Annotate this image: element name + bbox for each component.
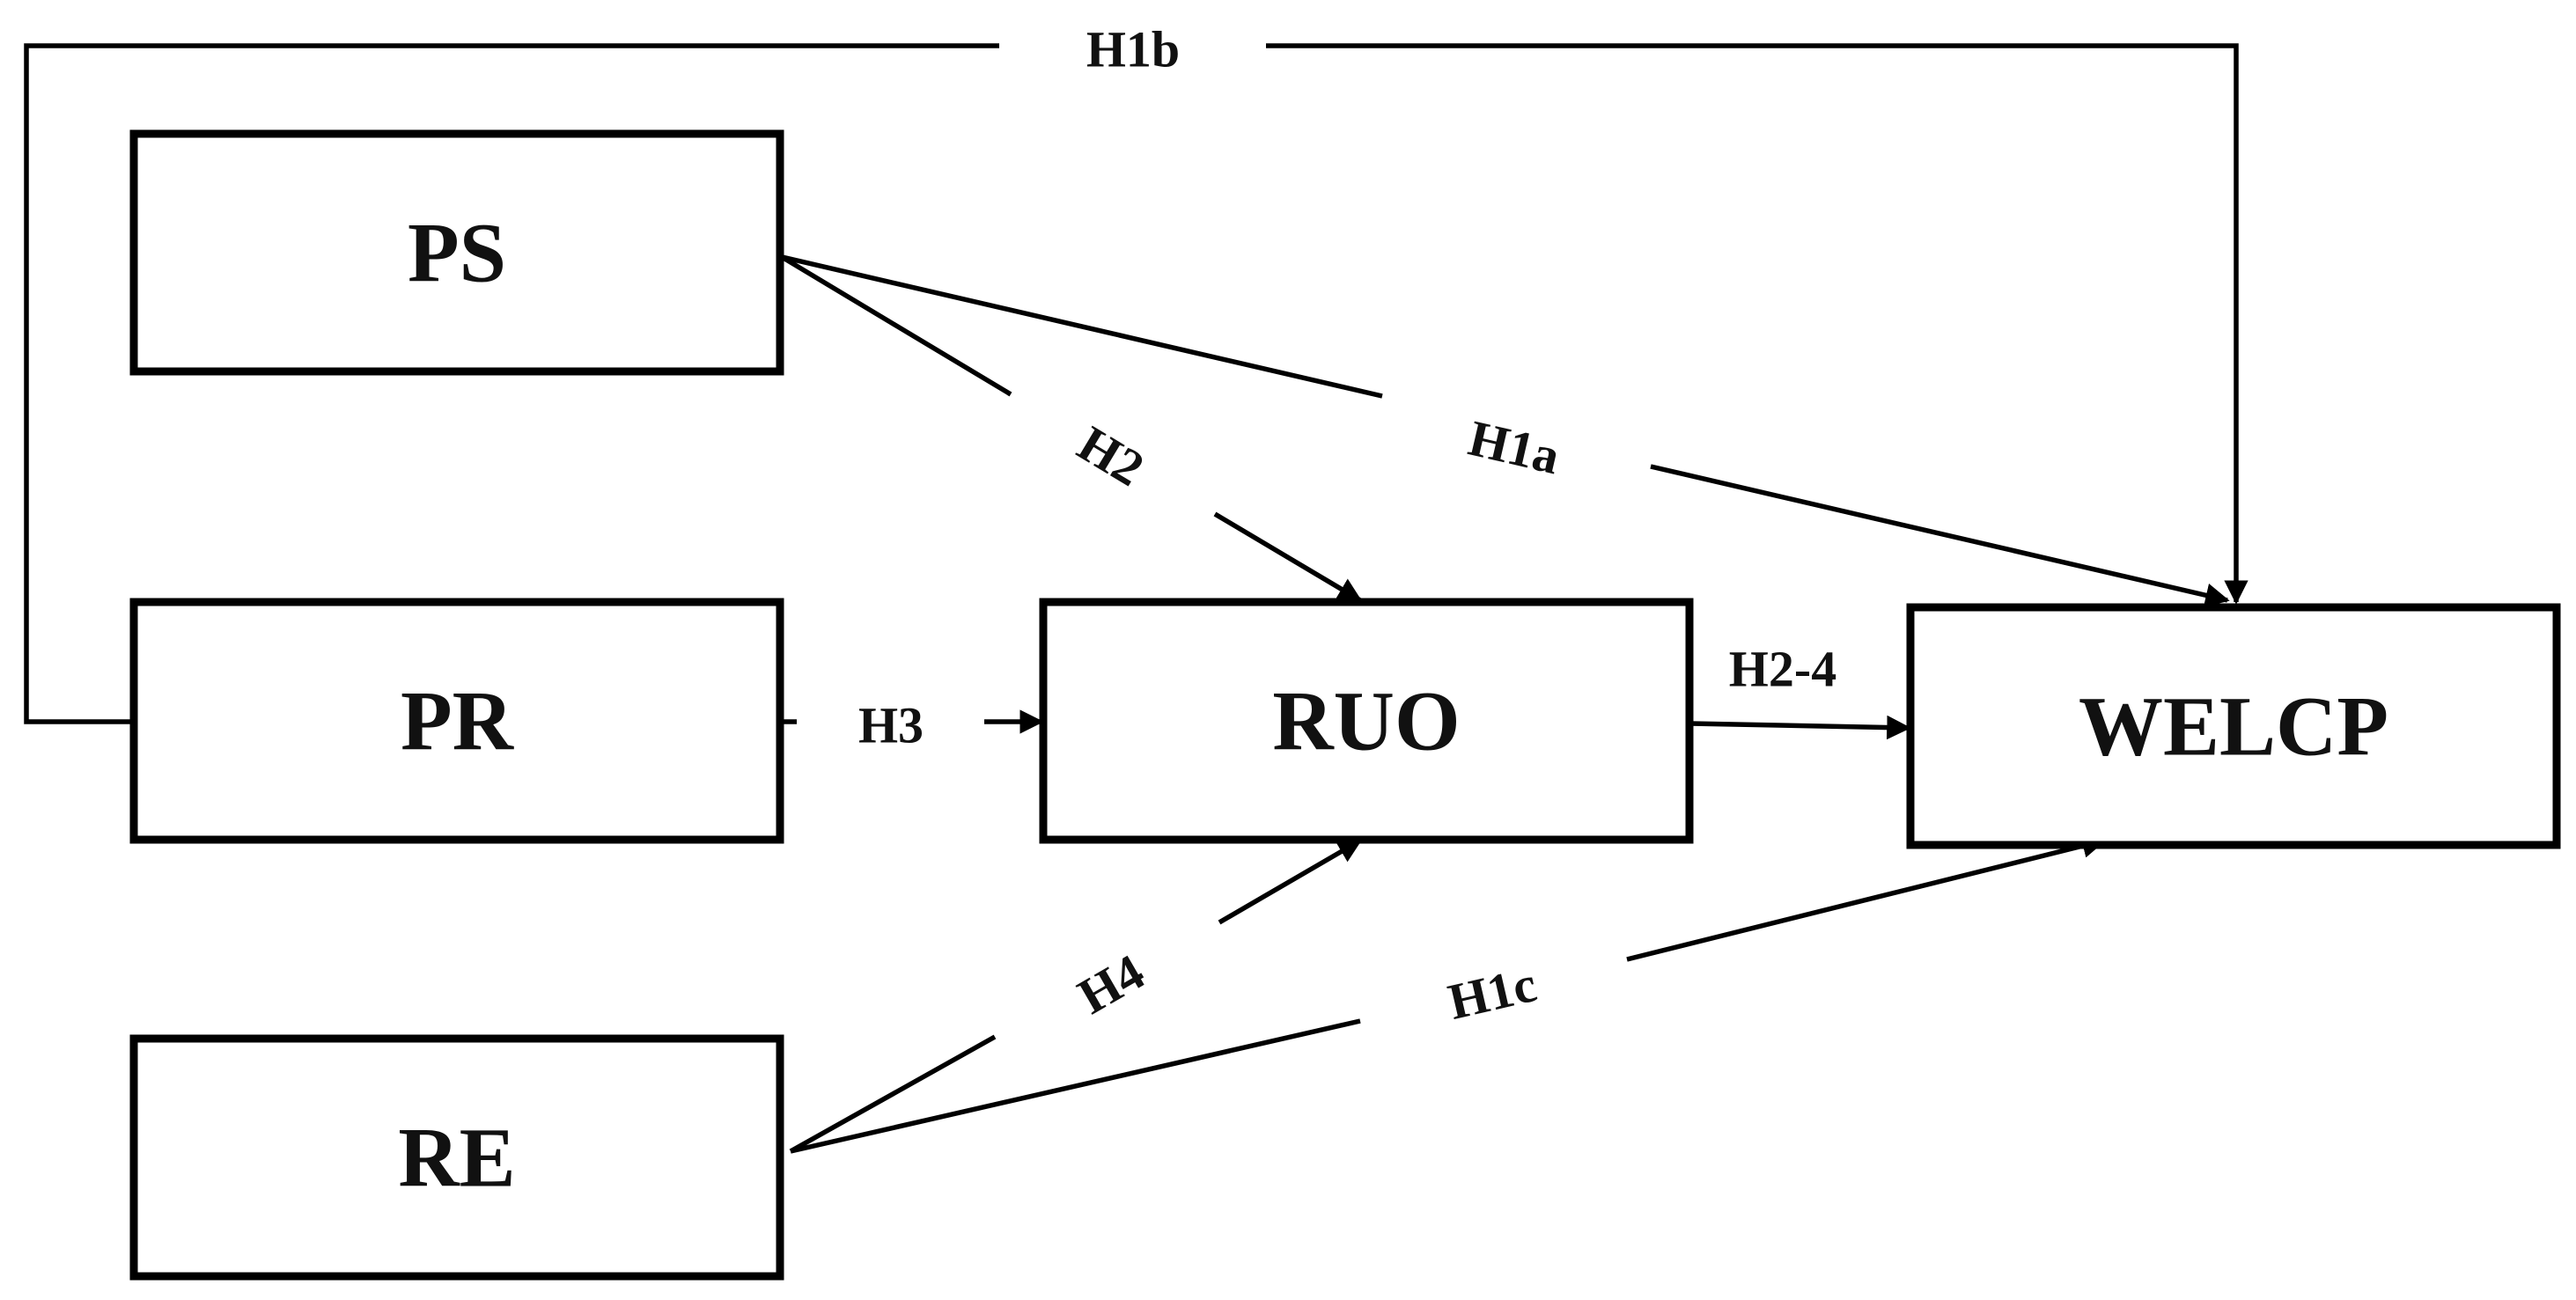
edge-h1a-label: H1a — [1463, 409, 1564, 486]
node-re: RE — [129, 1034, 784, 1281]
node-re-label: RE — [398, 1111, 515, 1205]
edge-h4-line-end — [1218, 838, 1363, 925]
edge-h2-4-line — [1689, 715, 1911, 740]
edge-h2-4-label: H2-4 — [1729, 641, 1836, 698]
edge-h1b-line — [24, 43, 2236, 724]
node-welcp: WELCP — [1906, 603, 2561, 849]
edge-h1a-line-end — [1650, 464, 2230, 607]
node-ruo-label: RUO — [1272, 674, 1460, 768]
edge-h4-label: H4 — [1069, 943, 1154, 1025]
edge-h1c-line-end — [1626, 834, 2107, 962]
edge-h4-line-start — [789, 1034, 997, 1154]
node-pr: PR — [129, 598, 784, 844]
node-welcp-label: WELCP — [2079, 679, 2388, 774]
edge-h3-label: H3 — [858, 697, 924, 754]
edge-h1c-label: H1c — [1443, 955, 1542, 1031]
edge-h2-line-start — [780, 254, 1012, 397]
node-ps: PS — [129, 129, 784, 376]
node-ps-label: PS — [408, 206, 506, 300]
edge-h2-label: H2 — [1068, 415, 1153, 497]
edge-h2-line-end — [1213, 511, 1363, 603]
edge-h1b-label: H1b — [1086, 21, 1180, 78]
edge-h1a-line-start — [781, 254, 1383, 399]
edge-h1c-line-start — [790, 1018, 1361, 1154]
node-ruo: RUO — [1039, 598, 1694, 844]
node-pr-label: PR — [401, 674, 515, 768]
